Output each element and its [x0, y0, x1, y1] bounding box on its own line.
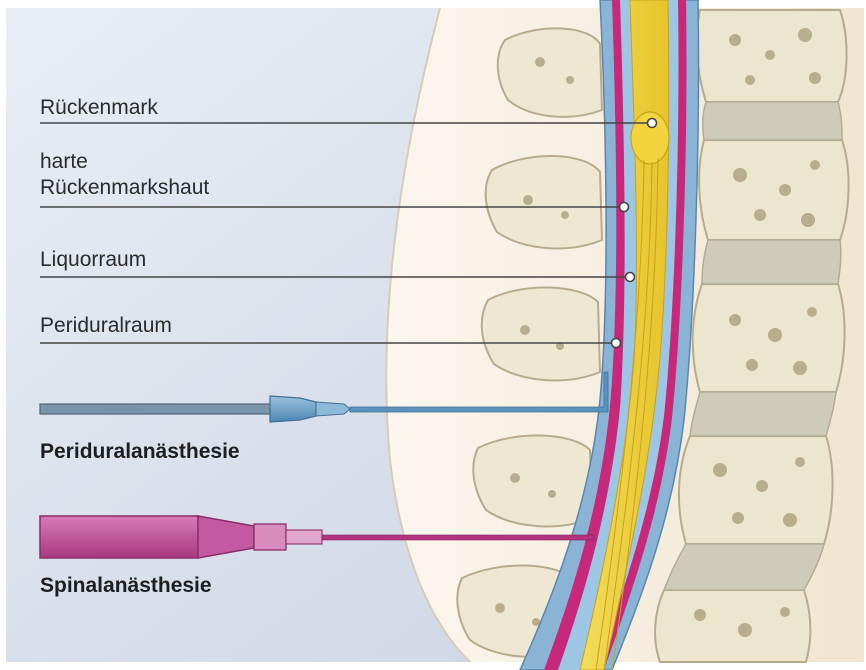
label-csf-space: Liquorraum — [40, 248, 146, 272]
label-epidural-space: Periduralraum — [40, 314, 172, 338]
label-spinal-anesthesia: Spinalanästhesie — [40, 574, 212, 598]
label-spinal-cord: Rückenmark — [40, 96, 158, 120]
label-dura-line2: Rückenmarkshaut — [40, 176, 209, 200]
label-dura-line1: harte — [40, 150, 88, 174]
label-epidural-anesthesia: Periduralanästhesie — [40, 440, 240, 464]
